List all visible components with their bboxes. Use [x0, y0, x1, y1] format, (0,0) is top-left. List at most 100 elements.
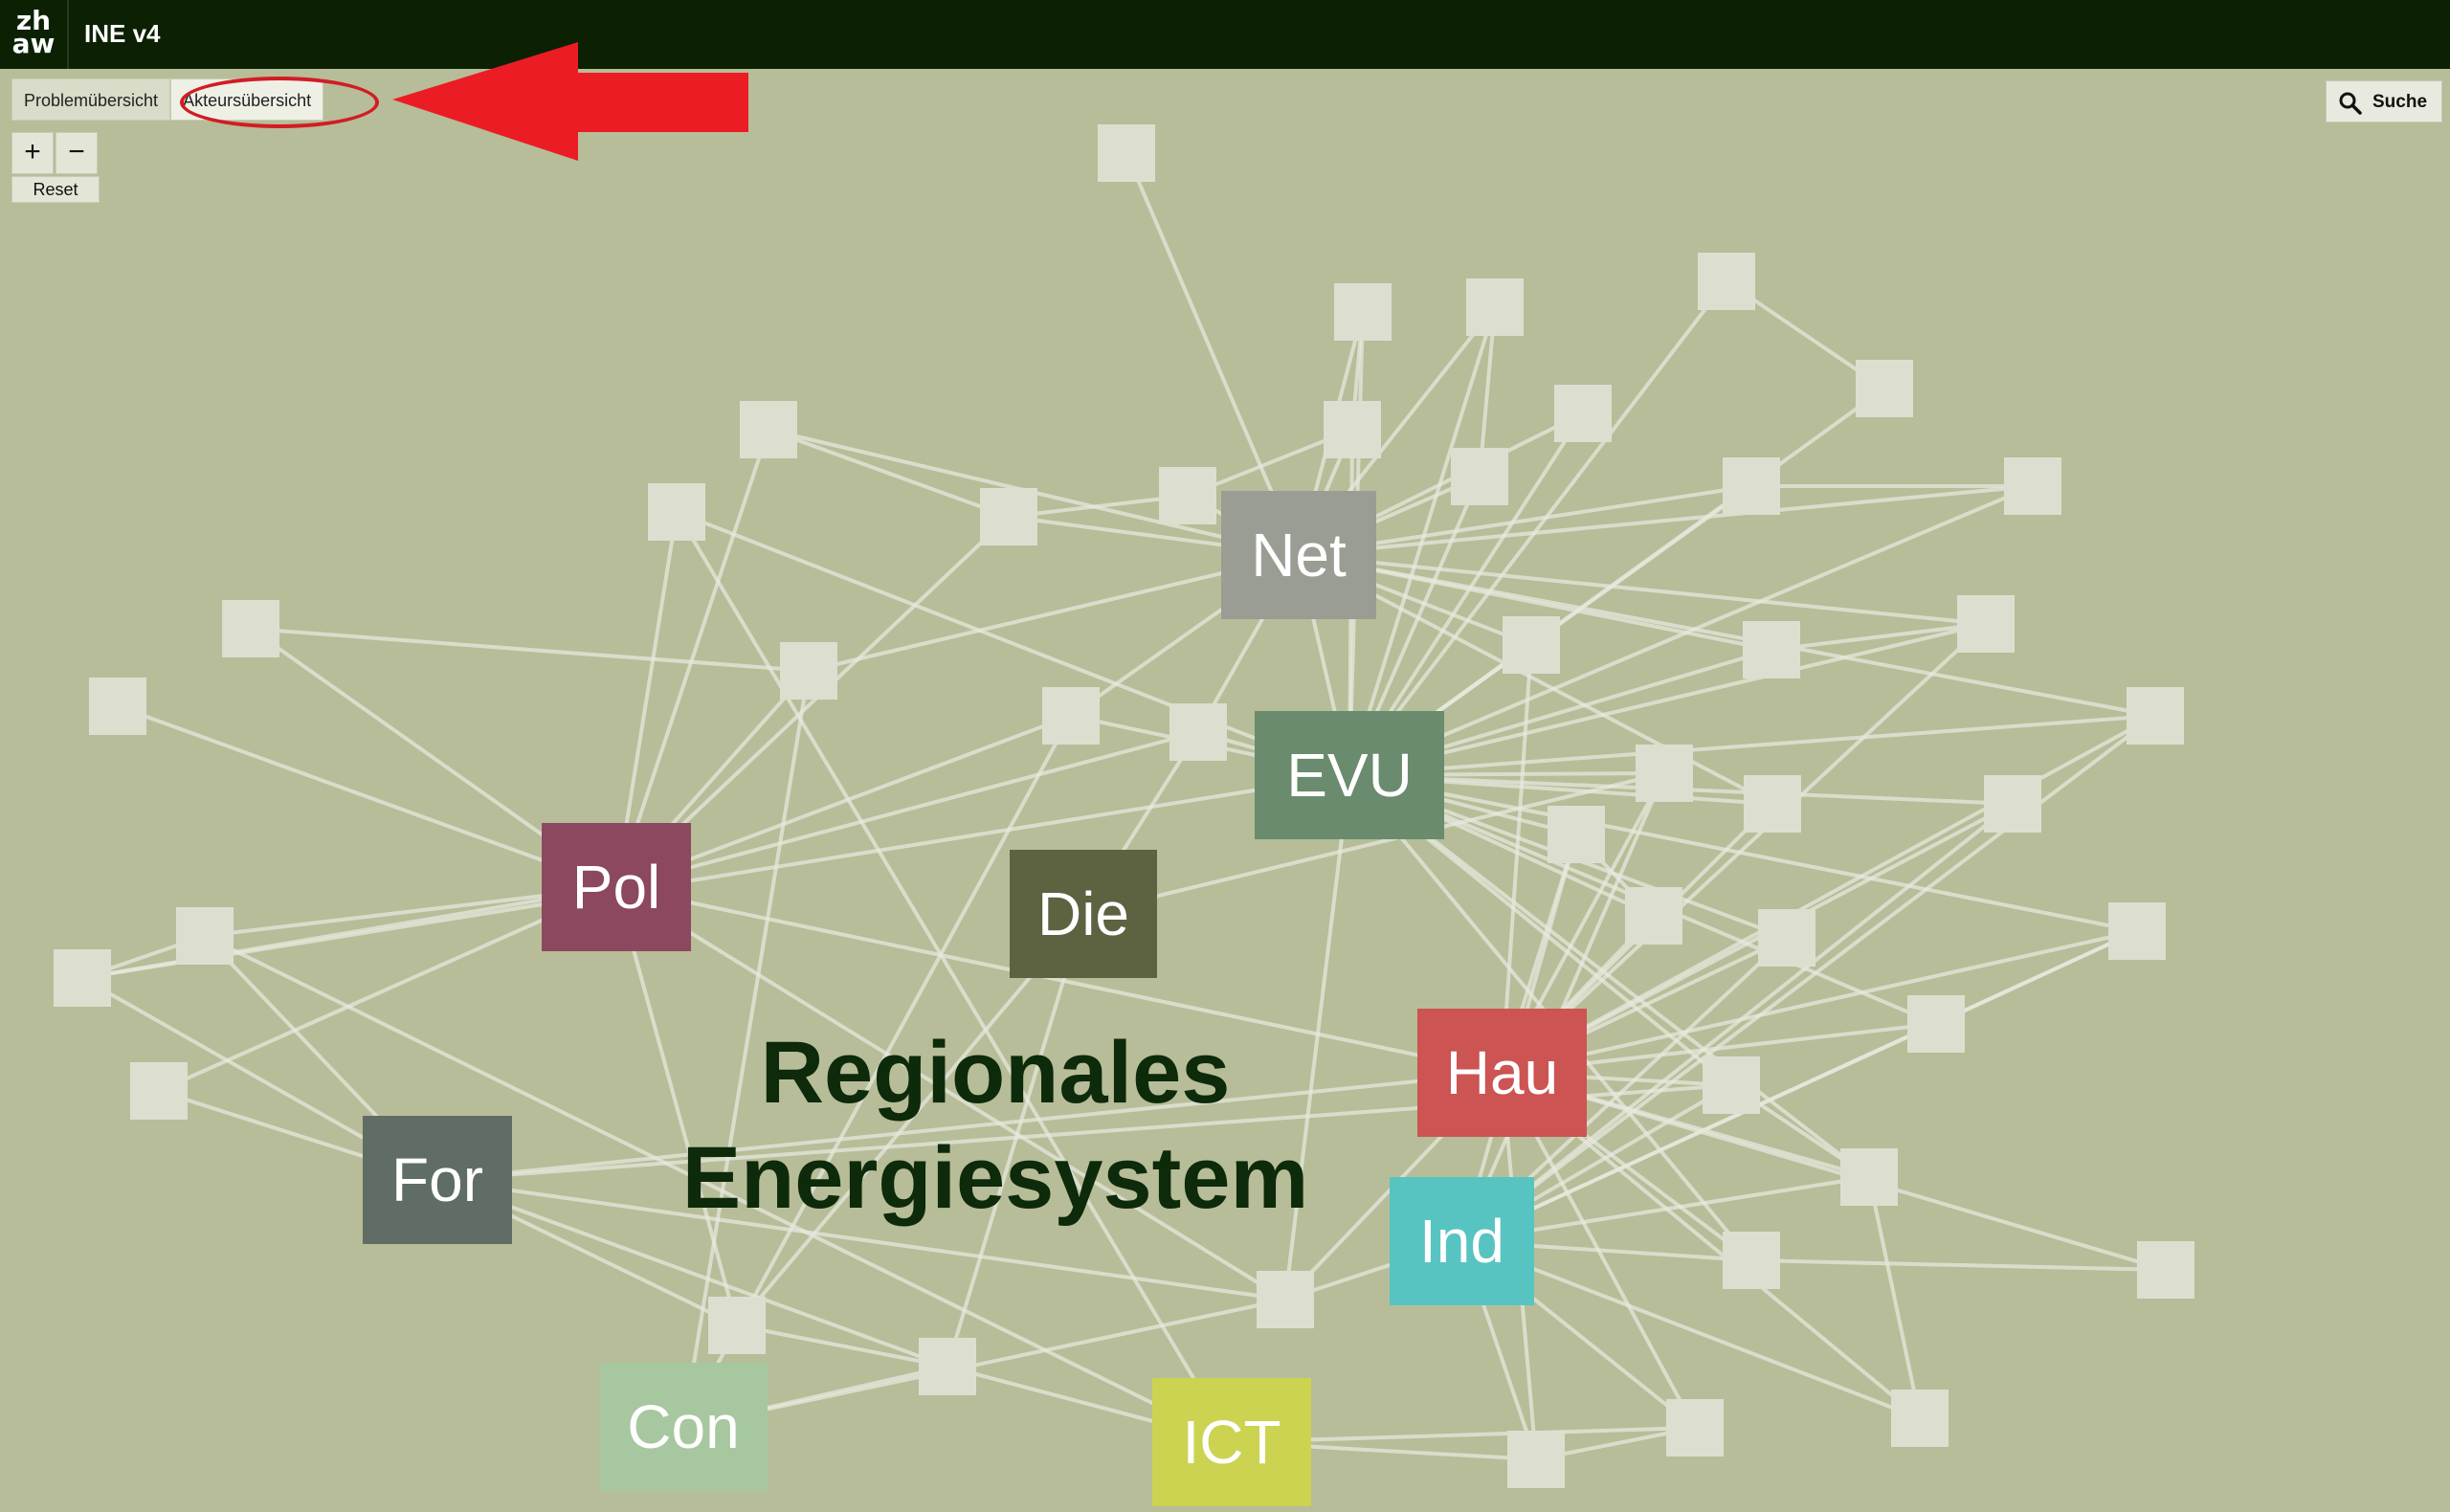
actor-node-ict[interactable]: ICT	[1152, 1378, 1311, 1506]
graph-node[interactable]	[1891, 1390, 1949, 1447]
graph-node[interactable]	[780, 642, 837, 700]
graph-edge	[204, 934, 1233, 1444]
graph-node[interactable]	[1554, 385, 1612, 442]
graph-node[interactable]	[54, 949, 111, 1007]
graph-edge	[1008, 494, 1189, 519]
graph-node[interactable]	[1744, 775, 1801, 833]
graph-node[interactable]	[980, 488, 1037, 545]
graph-edge	[676, 510, 1350, 777]
graph-edge	[250, 627, 810, 673]
tab-problemuebersicht[interactable]: Problemübersicht	[11, 78, 171, 121]
actor-node-for[interactable]: For	[363, 1116, 512, 1244]
graph-edge	[436, 1178, 1286, 1301]
graph-node[interactable]	[1666, 1399, 1724, 1456]
graph-node[interactable]	[1984, 775, 2041, 833]
actor-label: Hau	[1446, 1038, 1558, 1107]
search-button[interactable]: Suche	[2326, 80, 2442, 122]
zhaw-logo[interactable]: zh aw	[0, 0, 69, 69]
graph-edge	[1348, 279, 1728, 777]
actor-box	[1152, 1378, 1311, 1506]
actor-label: For	[391, 1145, 483, 1214]
actor-node-die[interactable]: Die	[1010, 850, 1157, 978]
graph-node[interactable]	[1723, 1232, 1780, 1289]
graph-edge	[81, 773, 1350, 980]
graph-edge	[1082, 771, 1665, 916]
graph-node[interactable]	[176, 907, 234, 965]
graph-node[interactable]	[1743, 621, 1800, 678]
graph-node[interactable]	[1257, 1271, 1314, 1328]
actor-label: Ind	[1419, 1207, 1504, 1276]
graph-edge	[1348, 773, 1871, 1179]
graph-node[interactable]	[1957, 595, 2015, 653]
actor-node-hau[interactable]: Hau	[1417, 1009, 1587, 1137]
graph-edge	[736, 1323, 948, 1368]
graph-node[interactable]	[1507, 1431, 1565, 1488]
graph-node[interactable]	[1503, 616, 1560, 674]
graph-node[interactable]	[1856, 360, 1913, 417]
graph-node[interactable]	[1466, 278, 1524, 336]
graph-node[interactable]	[1703, 1056, 1760, 1114]
graph-edge	[615, 730, 1199, 889]
actor-node-pol[interactable]: Pol	[542, 823, 691, 951]
graph-node[interactable]	[740, 401, 797, 458]
graph-node[interactable]	[1334, 283, 1392, 341]
graph-node[interactable]	[1698, 253, 1755, 310]
actor-node-ind[interactable]: Ind	[1390, 1177, 1534, 1305]
graph-node[interactable]	[2004, 457, 2061, 515]
graph-edge	[682, 1298, 1286, 1429]
graph-edge	[1348, 484, 2034, 777]
actor-label: EVU	[1286, 741, 1413, 810]
actor-label: ICT	[1182, 1408, 1281, 1477]
graph-node[interactable]	[130, 1062, 188, 1120]
graph-node[interactable]	[1758, 909, 1815, 967]
graph-edge	[946, 913, 1085, 1367]
graph-edge	[1501, 1071, 2167, 1272]
zoom-in-button[interactable]: +	[11, 132, 54, 174]
actor-box	[1255, 711, 1444, 839]
graph-edge	[1771, 622, 1987, 652]
graph-edge	[1501, 802, 2014, 1075]
actor-box	[542, 823, 691, 951]
graph-node[interactable]	[89, 678, 146, 735]
graph-edge	[436, 1071, 1503, 1182]
graph-node[interactable]	[1840, 1148, 1898, 1206]
graph-title-line-1: Regionales	[761, 1024, 1231, 1122]
graph-node[interactable]	[1636, 745, 1693, 802]
graph-node[interactable]	[1159, 467, 1216, 524]
graph-edge	[614, 886, 739, 1326]
graph-node[interactable]	[2127, 687, 2184, 745]
graph-edge	[1348, 622, 1987, 777]
actor-node-evu[interactable]: EVU	[1255, 711, 1444, 839]
graph-node[interactable]	[648, 483, 705, 541]
graph-node[interactable]	[708, 1297, 766, 1354]
graph-edge	[1348, 714, 2156, 777]
graph-edge	[81, 885, 617, 980]
graph-node[interactable]	[1169, 703, 1227, 761]
graph-edge	[614, 885, 1287, 1301]
zoom-out-button[interactable]: −	[56, 132, 98, 174]
graph-edge	[1348, 773, 2138, 933]
graph-node[interactable]	[1098, 124, 1155, 182]
graph-node[interactable]	[1324, 401, 1381, 458]
graph-edge	[1500, 644, 1533, 1074]
graph-node[interactable]	[1042, 687, 1100, 745]
graph-title-line-2: Energiesystem	[682, 1129, 1309, 1227]
graph-node[interactable]	[919, 1338, 976, 1395]
tab-akteursuebersicht[interactable]: Akteursübersicht	[170, 78, 324, 121]
search-label: Suche	[2372, 92, 2428, 112]
graph-node[interactable]	[1907, 995, 1965, 1053]
graph-edges	[81, 152, 2167, 1461]
graph-edge	[1502, 929, 2138, 1075]
graph-node[interactable]	[2108, 902, 2166, 960]
graph-edge	[1298, 553, 1773, 806]
graph-node[interactable]	[1625, 887, 1682, 945]
reset-button[interactable]: Reset	[11, 176, 100, 203]
graph-node[interactable]	[1451, 448, 1508, 505]
actor-node-con[interactable]: Con	[599, 1363, 768, 1491]
graph-node[interactable]	[1548, 806, 1605, 863]
graph-node[interactable]	[222, 600, 279, 657]
graph-node[interactable]	[1723, 457, 1780, 515]
actor-node-net[interactable]: Net	[1221, 491, 1376, 619]
graph-node[interactable]	[2137, 1241, 2194, 1299]
